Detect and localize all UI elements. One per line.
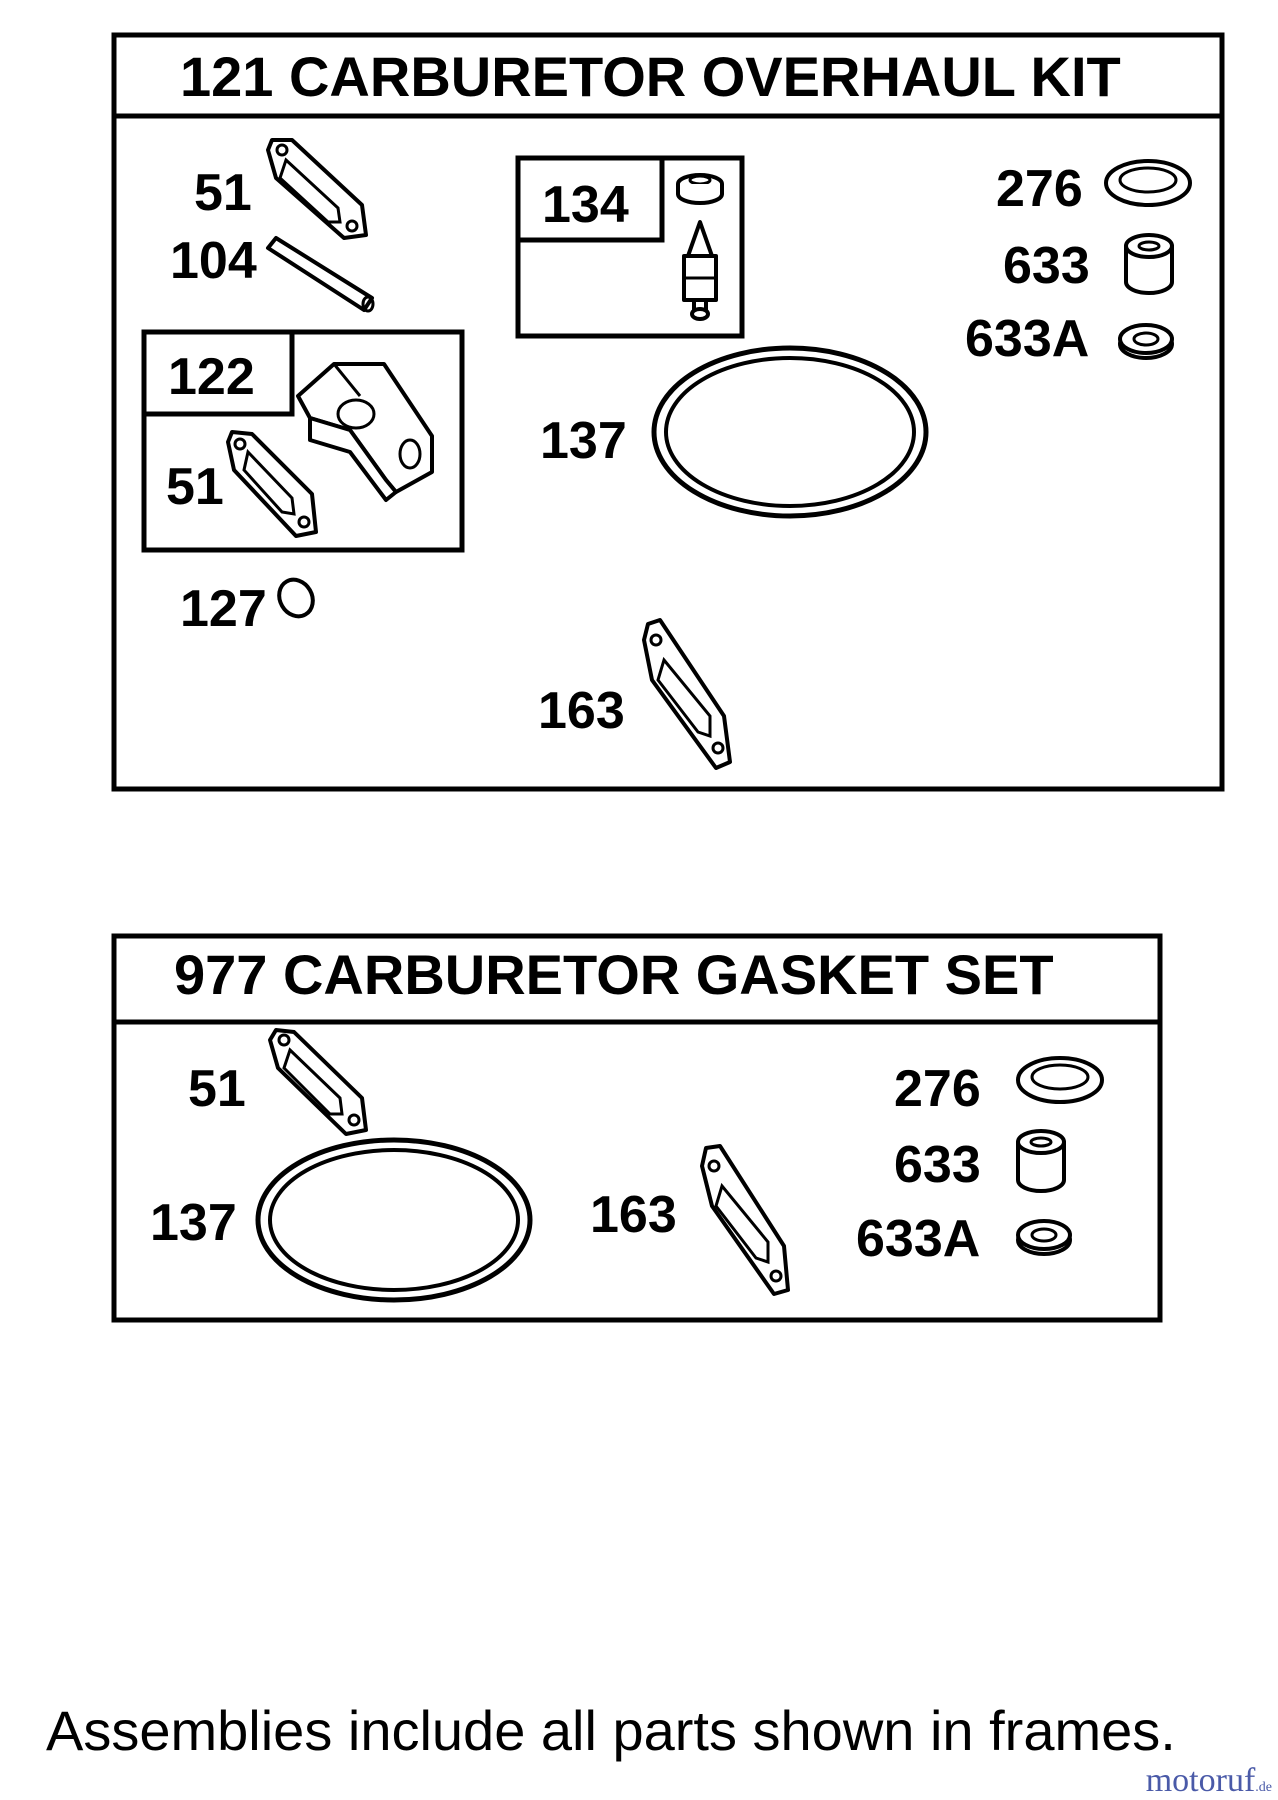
gasket-set-label-276: 276 [894, 1060, 981, 1118]
o-ring-137-part [651, 345, 929, 519]
gasket-set-gasket-51-part [268, 1028, 368, 1136]
watermark-suffix: .de [1255, 1780, 1272, 1795]
label-51: 51 [194, 164, 252, 222]
intake-elbow-122-part [296, 362, 434, 502]
gasket-set-label-163: 163 [590, 1186, 677, 1244]
gasket-51-b-part [226, 430, 318, 538]
label-127: 127 [180, 580, 267, 638]
seal-633-part [1124, 233, 1174, 295]
overhaul-kit-title: 121 CARBURETOR OVERHAUL KIT [180, 45, 1121, 108]
overhaul-kit-frame: 121 CARBURETOR OVERHAUL KIT [111, 32, 1225, 792]
gasket-set-gasket-163-part [700, 1144, 790, 1296]
label-276: 276 [996, 160, 1083, 218]
gasket-set-washer-276-part [1016, 1056, 1104, 1104]
carburetor-gasket-122-frame [141, 329, 465, 553]
gasket-set-label-51: 51 [188, 1060, 246, 1118]
label-122: 122 [168, 348, 255, 406]
carburetor-gasket-51-part [266, 138, 368, 240]
label-633a: 633A [965, 310, 1089, 368]
gasket-set-title: 977 CARBURETOR GASKET SET [174, 943, 1054, 1006]
watermark: motoruf.de [1146, 1762, 1272, 1800]
footer-note: Assemblies include all parts shown in fr… [46, 1699, 1176, 1762]
welch-plug-127-part [277, 577, 315, 619]
washer-276-part [1104, 159, 1192, 207]
inlet-needle-134-frame [515, 155, 745, 339]
watermark-name: motoruf [1145, 1762, 1256, 1799]
gasket-set-label-137: 137 [150, 1194, 237, 1252]
label-134: 134 [542, 176, 629, 234]
gasket-163-part [642, 618, 732, 770]
gasket-set-o-ring-137-part [255, 1137, 533, 1303]
gasket-set-frame: 977 CARBURETOR GASKET SET [111, 933, 1163, 1323]
label-104: 104 [170, 232, 257, 290]
needle-seat-134-part [676, 173, 724, 205]
gasket-set-label-633: 633 [894, 1136, 981, 1194]
label-633: 633 [1003, 237, 1090, 295]
float-pin-104-part [266, 236, 375, 313]
label-137: 137 [540, 412, 627, 470]
gasket-set-seal-633-part [1016, 1129, 1066, 1193]
label-51-b: 51 [166, 458, 224, 516]
label-163: 163 [538, 682, 625, 740]
inlet-needle-134-part [682, 220, 718, 321]
gasket-set-seal-633a-part [1016, 1219, 1072, 1256]
gasket-set-label-633a: 633A [856, 1210, 980, 1268]
seal-633a-part [1118, 323, 1174, 360]
